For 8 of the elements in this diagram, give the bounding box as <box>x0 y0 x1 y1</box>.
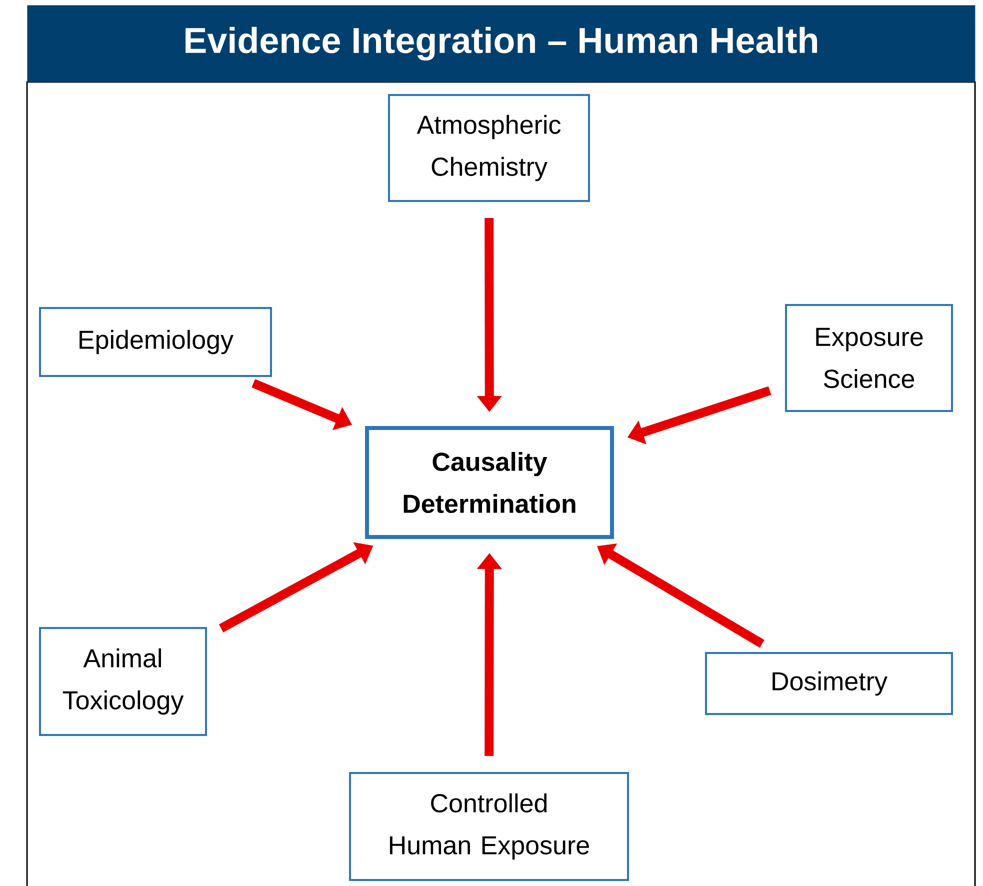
topic-box: Dosimetry <box>705 652 953 715</box>
result-box: Causality Determination <box>365 426 614 539</box>
topic-box: Atmospheric Chemistry <box>388 94 590 202</box>
topic-box: Animal Toxicology <box>39 627 207 736</box>
topic-box: Exposure Science <box>785 304 953 412</box>
title-bar: Evidence Integration – Human Health <box>27 5 976 82</box>
topic-box: Epidemiology <box>39 307 272 377</box>
topic-box: Controlled Human Exposure <box>349 772 629 881</box>
